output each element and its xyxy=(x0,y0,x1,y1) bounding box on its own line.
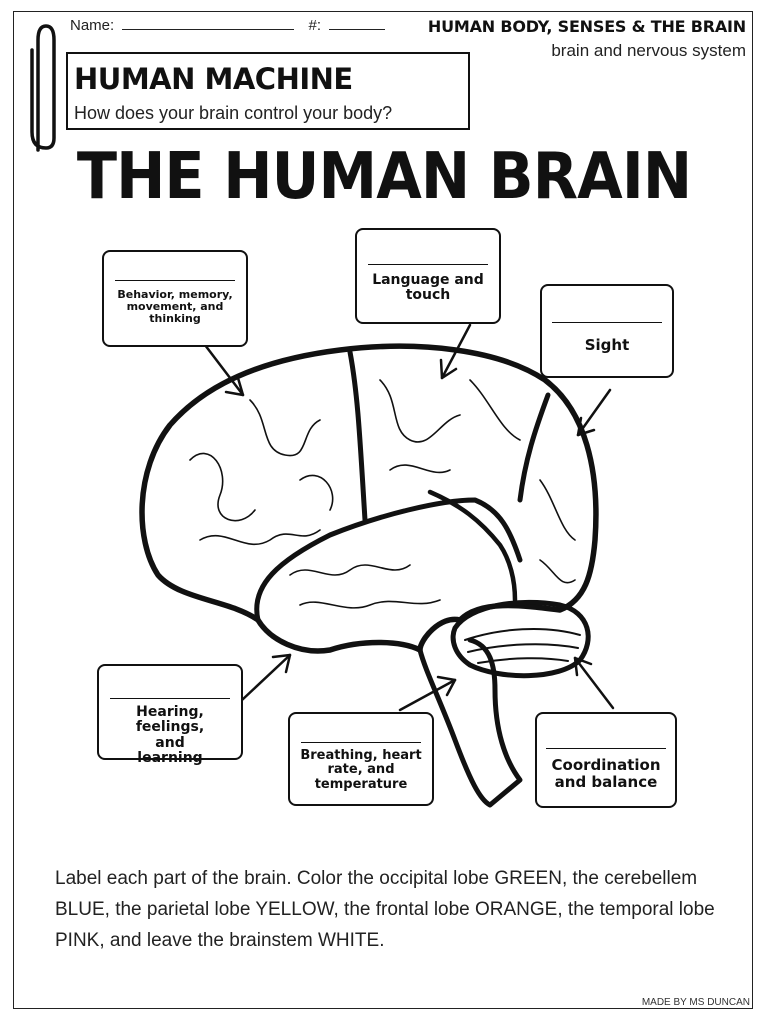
label-text-cerebellum: Coordination and balance xyxy=(551,756,661,791)
parieto-occipital-sulcus xyxy=(517,392,551,503)
number-field[interactable] xyxy=(329,17,386,30)
central-sulcus xyxy=(347,349,368,523)
credit: MADE BY MS DUNCAN xyxy=(641,997,750,1008)
label-text-brainstem: Breathing, heart rate, and temperature xyxy=(300,748,422,792)
label-blank xyxy=(368,264,488,265)
cerebrum-outline xyxy=(139,343,599,654)
label-text-parietal: Language and touch xyxy=(372,272,484,304)
label-box-frontal[interactable]: Behavior, memory, movement, and thinking xyxy=(102,250,248,347)
worksheet-title: THE HUMAN BRAIN xyxy=(76,140,692,214)
unit-title: HUMAN BODY, SENSES & THE BRAIN xyxy=(427,17,746,36)
label-box-parietal[interactable]: Language and touch xyxy=(355,228,501,324)
lesson-title: HUMAN MACHINE xyxy=(74,62,353,96)
name-field[interactable] xyxy=(122,17,295,30)
label-box-temporal[interactable]: Hearing, feelings, and learning xyxy=(97,664,243,766)
number-label: #: xyxy=(308,17,322,34)
label-blank xyxy=(301,742,421,743)
label-blank xyxy=(546,748,666,749)
label-text-occipital: Sight xyxy=(584,336,630,354)
label-box-cerebellum[interactable]: Coordination and balance xyxy=(535,712,677,808)
label-text-temporal: Hearing, feelings, and learning xyxy=(135,704,205,767)
page-border xyxy=(13,11,753,1009)
label-box-brainstem[interactable]: Breathing, heart rate, and temperature xyxy=(288,712,434,806)
label-blank xyxy=(552,322,662,323)
unit-subtitle: brain and nervous system xyxy=(551,41,746,60)
temporal-lobe xyxy=(254,497,523,623)
temporal-division xyxy=(427,489,518,603)
name-label: Name: xyxy=(70,17,115,34)
lesson-box xyxy=(66,52,470,130)
name-row: Name: #: xyxy=(70,17,386,34)
label-box-occipital[interactable]: Sight xyxy=(540,284,674,378)
label-blank xyxy=(115,280,235,281)
paper-clip-icon xyxy=(30,24,56,152)
lesson-question: How does your brain control your body? xyxy=(74,103,393,123)
label-blank xyxy=(110,698,230,699)
label-text-frontal: Behavior, memory, movement, and thinking xyxy=(117,288,233,326)
instructions: Label each part of the brain. Color the … xyxy=(55,868,715,951)
